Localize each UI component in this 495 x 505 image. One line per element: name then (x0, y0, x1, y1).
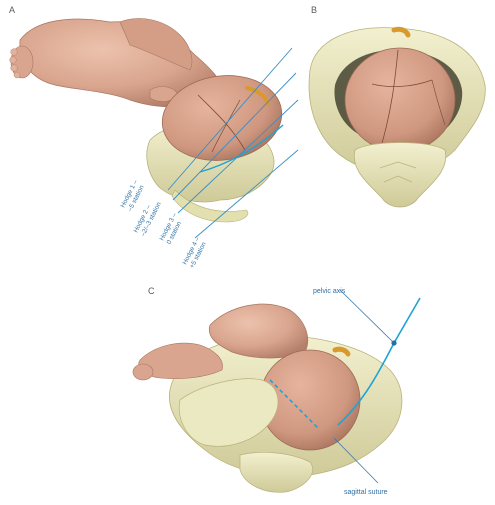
hodge-label-1: Hodge 1 – –5 station (120, 179, 147, 213)
sacrum-b (354, 143, 446, 208)
baby-head-b (345, 48, 455, 152)
hodge-label-4: Hodge 4 – +5 station (182, 236, 209, 270)
panel-b-figure (309, 28, 485, 207)
hodge-label-3: Hodge 3 – 0 station (159, 212, 186, 246)
panel-c-figure (133, 290, 420, 492)
baby-foot-c (133, 364, 153, 380)
sagittal-suture-label: sagittal suture (344, 489, 388, 496)
pelvic-axis-label: pelvic axis (313, 288, 346, 295)
